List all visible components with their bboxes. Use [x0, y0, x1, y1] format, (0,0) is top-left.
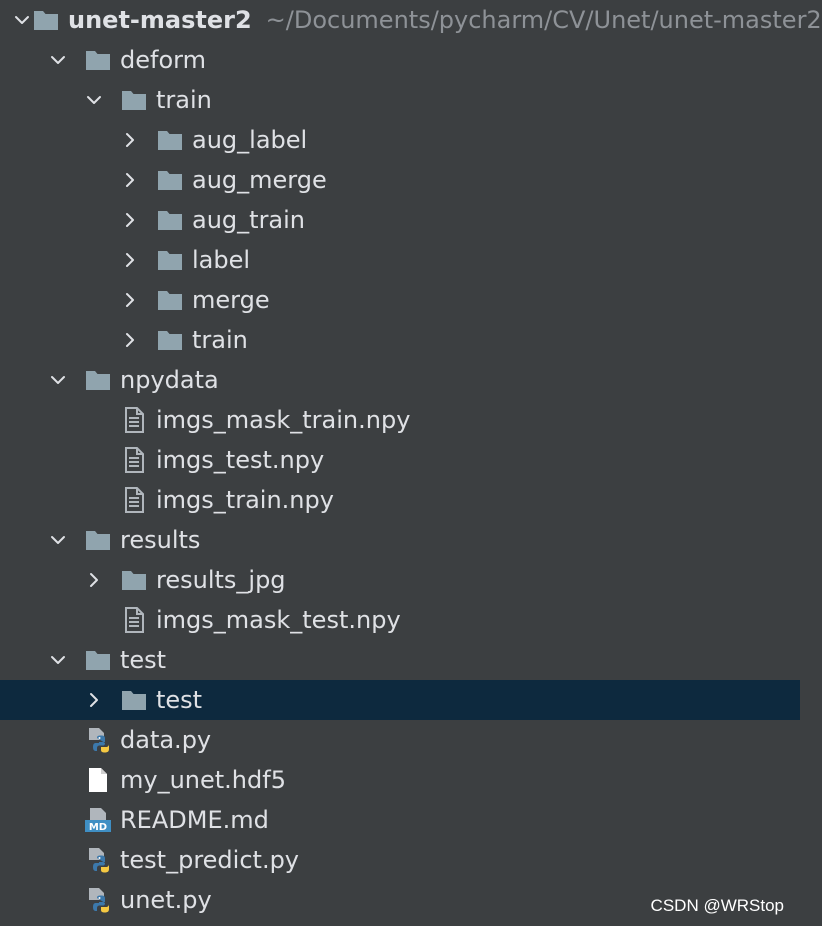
tree-item-label: my_unet.hdf5 — [120, 766, 286, 794]
tree-item-label: imgs_mask_test.npy — [156, 606, 401, 634]
folder-icon — [120, 566, 148, 594]
folder-icon — [84, 646, 112, 674]
tree-spacer — [84, 450, 104, 470]
tree-folder-row[interactable]: aug_merge — [0, 160, 800, 200]
tree-item-label: README.md — [120, 806, 269, 834]
chevron-right-icon[interactable] — [84, 570, 104, 590]
folder-icon — [156, 126, 184, 154]
tree-folder-row[interactable]: results — [0, 520, 800, 560]
tree-folder-row[interactable]: merge — [0, 280, 800, 320]
folder-icon — [156, 206, 184, 234]
tree-spacer — [84, 490, 104, 510]
tree-folder-row[interactable]: test — [0, 640, 800, 680]
tree-spacer — [84, 610, 104, 630]
svg-text:MD: MD — [89, 822, 107, 833]
tree-spacer — [84, 410, 104, 430]
chevron-down-icon[interactable] — [84, 90, 104, 110]
tree-folder-row[interactable]: aug_train — [0, 200, 800, 240]
folder-icon — [84, 366, 112, 394]
python-file-icon — [84, 886, 112, 914]
tree-spacer — [48, 770, 68, 790]
python-file-icon — [84, 846, 112, 874]
tree-item-label: test — [156, 686, 203, 714]
chevron-right-icon[interactable] — [120, 210, 140, 230]
tree-file-row[interactable]: unet.py — [0, 880, 800, 920]
tree-item-label: imgs_mask_train.npy — [156, 406, 411, 434]
chevron-right-icon[interactable] — [120, 130, 140, 150]
chevron-right-icon[interactable] — [120, 170, 140, 190]
tree-item-label: label — [192, 246, 251, 274]
tree-folder-row[interactable]: label — [0, 240, 800, 280]
tree-item-label: npydata — [120, 366, 219, 394]
tree-file-row[interactable]: data.py — [0, 720, 800, 760]
folder-icon — [156, 286, 184, 314]
chevron-right-icon[interactable] — [120, 290, 140, 310]
chevron-right-icon[interactable] — [84, 690, 104, 710]
tree-item-label: aug_train — [192, 206, 306, 234]
tree-file-row[interactable]: test_predict.py — [0, 840, 800, 880]
chevron-right-icon[interactable] — [120, 250, 140, 270]
tree-file-row[interactable]: imgs_mask_train.npy — [0, 400, 800, 440]
text-file-icon — [120, 486, 148, 514]
tree-file-row[interactable]: imgs_mask_test.npy — [0, 600, 800, 640]
tree-spacer — [48, 810, 68, 830]
folder-icon — [84, 526, 112, 554]
tree-folder-row[interactable]: unet-master2 ~/Documents/pycharm/CV/Unet/… — [0, 0, 822, 40]
tree-spacer — [48, 850, 68, 870]
folder-icon — [120, 686, 148, 714]
chevron-down-icon[interactable] — [48, 370, 68, 390]
chevron-right-icon[interactable] — [120, 330, 140, 350]
tree-folder-row[interactable]: deform — [0, 40, 800, 80]
tree-item-label: deform — [120, 46, 206, 74]
file-icon — [84, 766, 112, 794]
folder-icon — [156, 166, 184, 194]
tree-item-label: test — [120, 646, 167, 674]
folder-icon — [120, 86, 148, 114]
tree-folder-row[interactable]: test — [0, 680, 800, 720]
tree-item-label: test_predict.py — [120, 846, 300, 874]
tree-folder-row[interactable]: train — [0, 320, 800, 360]
tree-spacer — [48, 730, 68, 750]
text-file-icon — [120, 446, 148, 474]
tree-item-label: imgs_train.npy — [156, 486, 334, 514]
tree-file-row[interactable]: my_unet.hdf5 — [0, 760, 800, 800]
tree-folder-row[interactable]: aug_label — [0, 120, 800, 160]
tree-item-label: results_jpg — [156, 566, 286, 594]
text-file-icon — [120, 406, 148, 434]
tree-item-label: results — [120, 526, 201, 554]
tree-folder-row[interactable]: npydata — [0, 360, 800, 400]
chevron-down-icon[interactable] — [48, 530, 68, 550]
tree-item-label: data.py — [120, 726, 212, 754]
folder-icon — [84, 46, 112, 74]
tree-file-row[interactable]: imgs_train.npy — [0, 480, 800, 520]
tree-spacer — [48, 890, 68, 910]
text-file-icon — [120, 606, 148, 634]
project-path: ~/Documents/pycharm/CV/Unet/unet-master2 — [265, 6, 822, 34]
tree-item-label: merge — [192, 286, 270, 314]
tree-file-row[interactable]: MD README.md — [0, 800, 800, 840]
tree-folder-row[interactable]: results_jpg — [0, 560, 800, 600]
tree-folder-row[interactable]: train — [0, 80, 800, 120]
tree-item-label: unet-master2 — [68, 6, 252, 34]
tree-item-label: train — [156, 86, 212, 114]
markdown-file-icon: MD — [84, 806, 112, 834]
tree-item-label: aug_label — [192, 126, 308, 154]
folder-icon — [32, 6, 60, 34]
folder-icon — [156, 326, 184, 354]
chevron-down-icon[interactable] — [48, 50, 68, 70]
folder-icon — [156, 246, 184, 274]
tree-item-label: imgs_test.npy — [156, 446, 325, 474]
tree-item-label: aug_merge — [192, 166, 327, 194]
tree-item-label: unet.py — [120, 886, 212, 914]
tree-file-row[interactable]: imgs_test.npy — [0, 440, 800, 480]
watermark: CSDN @WRStop — [650, 896, 784, 915]
chevron-down-icon[interactable] — [48, 650, 68, 670]
python-file-icon — [84, 726, 112, 754]
chevron-down-icon[interactable] — [12, 10, 32, 30]
tree-item-label: train — [192, 326, 248, 354]
